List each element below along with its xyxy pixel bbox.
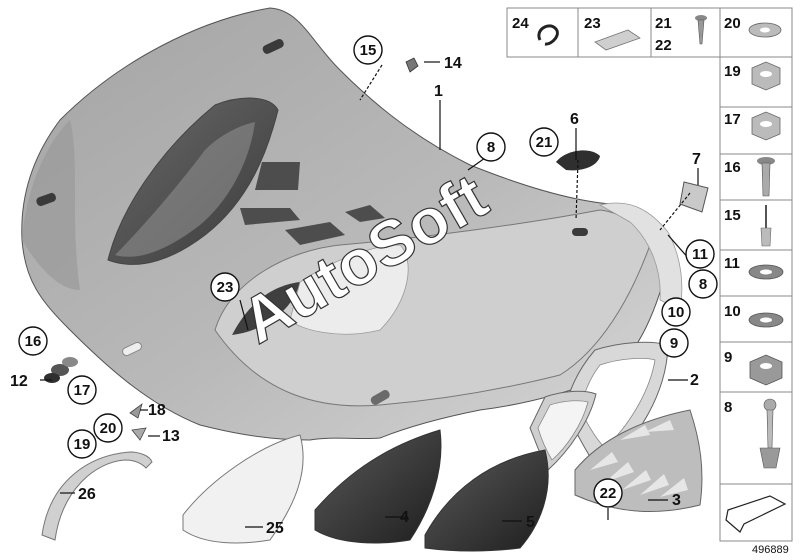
callout-circle — [685, 239, 715, 269]
callout-circle — [93, 413, 123, 443]
legend-label: 23 — [584, 15, 601, 32]
dark-panel-4 — [314, 429, 442, 544]
legend-label: 17 — [724, 111, 741, 128]
callout-label: 6 — [570, 111, 579, 128]
callout-label: 25 — [266, 520, 284, 537]
callout-circle — [18, 326, 48, 356]
hood-part — [21, 7, 683, 441]
callout-label: 11 — [692, 246, 708, 263]
screw-icon — [695, 15, 707, 45]
legend-label: 24 — [512, 15, 529, 32]
rivet-icon — [760, 205, 772, 247]
legend-label: 9 — [724, 349, 732, 366]
callout-label: 21 — [536, 134, 553, 151]
tape-icon — [594, 29, 641, 51]
callout-circle — [593, 478, 623, 508]
callout-label: 17 — [74, 382, 91, 399]
callout-label: 9 — [670, 335, 678, 352]
callout-label: 8 — [487, 139, 495, 156]
callout-circle — [210, 272, 240, 302]
callout-label: 4 — [400, 509, 409, 526]
legend-label: 21 — [655, 15, 672, 32]
callout-label: 22 — [600, 485, 617, 502]
callout-circle — [67, 375, 97, 405]
callout-circle — [659, 328, 689, 358]
document-id: 496889 — [752, 544, 789, 556]
hose-clip-icon — [537, 24, 559, 46]
legend-label: 22 — [655, 37, 672, 54]
legend-label: 10 — [724, 303, 741, 320]
callout-label: 20 — [100, 420, 117, 437]
flange-nut-icon — [749, 354, 783, 386]
plate-part — [679, 181, 709, 213]
callout-circle — [661, 297, 691, 327]
callout-label: 13 — [162, 428, 180, 445]
callout-label: 2 — [690, 372, 699, 389]
legend-grid — [506, 7, 793, 542]
legend-label: 15 — [724, 207, 741, 224]
callout-label: 5 — [526, 514, 535, 531]
legend-label: 20 — [724, 15, 741, 32]
callout-circle — [476, 132, 506, 162]
arch-trim — [41, 451, 153, 541]
callout-circle — [529, 127, 559, 157]
callout-circle — [67, 429, 97, 459]
callout-label: 1 — [434, 83, 443, 100]
frame-part — [529, 341, 669, 471]
trim-panel — [182, 434, 304, 544]
leader-lines — [40, 61, 699, 528]
callout-circle — [353, 35, 383, 65]
dark-panel-5 — [424, 449, 549, 552]
callout-label: 26 — [78, 486, 96, 503]
callout-label: 7 — [692, 151, 701, 168]
callout-label: 10 — [668, 304, 685, 321]
ball-stud-icon — [759, 398, 781, 469]
bolt-icon — [757, 157, 775, 197]
callout-label: 14 — [444, 55, 462, 72]
callout-label: 8 — [699, 276, 707, 293]
legend-label: 16 — [724, 159, 741, 176]
clip-small-parts — [129, 402, 147, 441]
callout-label: 16 — [25, 333, 42, 350]
callout-label: 3 — [672, 492, 681, 509]
callout-label: 12 — [10, 373, 28, 390]
callout-label: 15 — [360, 42, 377, 59]
callout-label: 19 — [74, 436, 91, 453]
arrow-icon — [725, 495, 787, 533]
callout-label: 23 — [217, 279, 234, 296]
clip-part — [405, 57, 419, 73]
callout-label: 18 — [148, 402, 166, 419]
legend-label: 8 — [724, 399, 732, 416]
legend-label: 11 — [724, 255, 740, 272]
legend-label: 19 — [724, 63, 741, 80]
callout-circle — [688, 269, 718, 299]
